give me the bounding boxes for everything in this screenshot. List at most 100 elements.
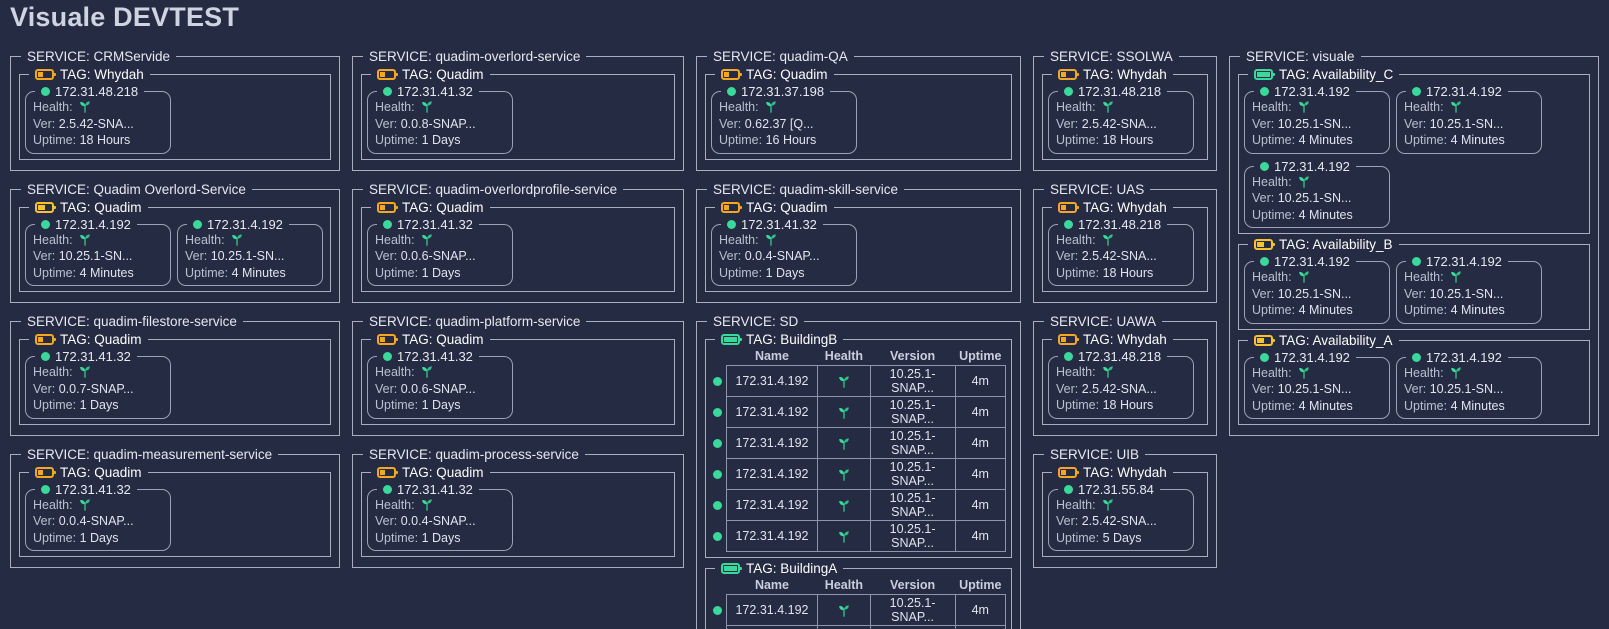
col-name: Name	[754, 349, 789, 363]
row-name: 172.31.4.192	[725, 396, 819, 428]
node-uptime-line: Uptime: 1 Days	[375, 265, 505, 282]
node-uptime: 18 Hours	[1102, 265, 1154, 280]
node-ip: 172.31.4.192	[1274, 84, 1350, 99]
service-legend: SERVICE: UAS	[1044, 182, 1150, 197]
version-label: Ver:	[719, 249, 742, 263]
node-uptime: 4 Minutes	[1298, 207, 1353, 222]
node-health-line: Health:	[719, 99, 849, 116]
node-uptime: 5 Days	[1102, 530, 1142, 545]
node-version-line: Ver: 0.62.37 [Q...	[719, 116, 849, 133]
service-prefix: SERVICE:	[369, 446, 436, 462]
version-label: Ver:	[185, 249, 208, 263]
node-uptime: 1 Days	[421, 133, 461, 147]
service-prefix: SERVICE:	[27, 446, 94, 462]
row-version: 10.25.1-SNAP...	[869, 594, 956, 626]
tag-name: Whydah	[94, 67, 144, 82]
version-label: Ver:	[1404, 382, 1427, 396]
node-ip: 172.31.4.192	[55, 216, 131, 232]
uptime-label: Uptime:	[1404, 398, 1448, 413]
version-label: Ver:	[719, 116, 742, 131]
service-name: UAS	[1116, 181, 1145, 197]
service-name: SD	[779, 314, 799, 329]
row-uptime: 4m	[954, 458, 1007, 490]
health-label: Health:	[1252, 365, 1292, 380]
tag-legend: TAG: Whydah	[1052, 67, 1173, 82]
version-label: Ver:	[1252, 382, 1275, 396]
service-legend: SERVICE: quadim-overlordprofile-service	[363, 182, 623, 197]
battery-full-icon	[721, 563, 742, 574]
tag-legend: TAG: Quadim	[371, 67, 490, 82]
status-dot-ok	[713, 408, 723, 418]
node-ip-legend: 172.31.41.32	[35, 349, 137, 364]
status-dot-ok	[41, 352, 50, 361]
